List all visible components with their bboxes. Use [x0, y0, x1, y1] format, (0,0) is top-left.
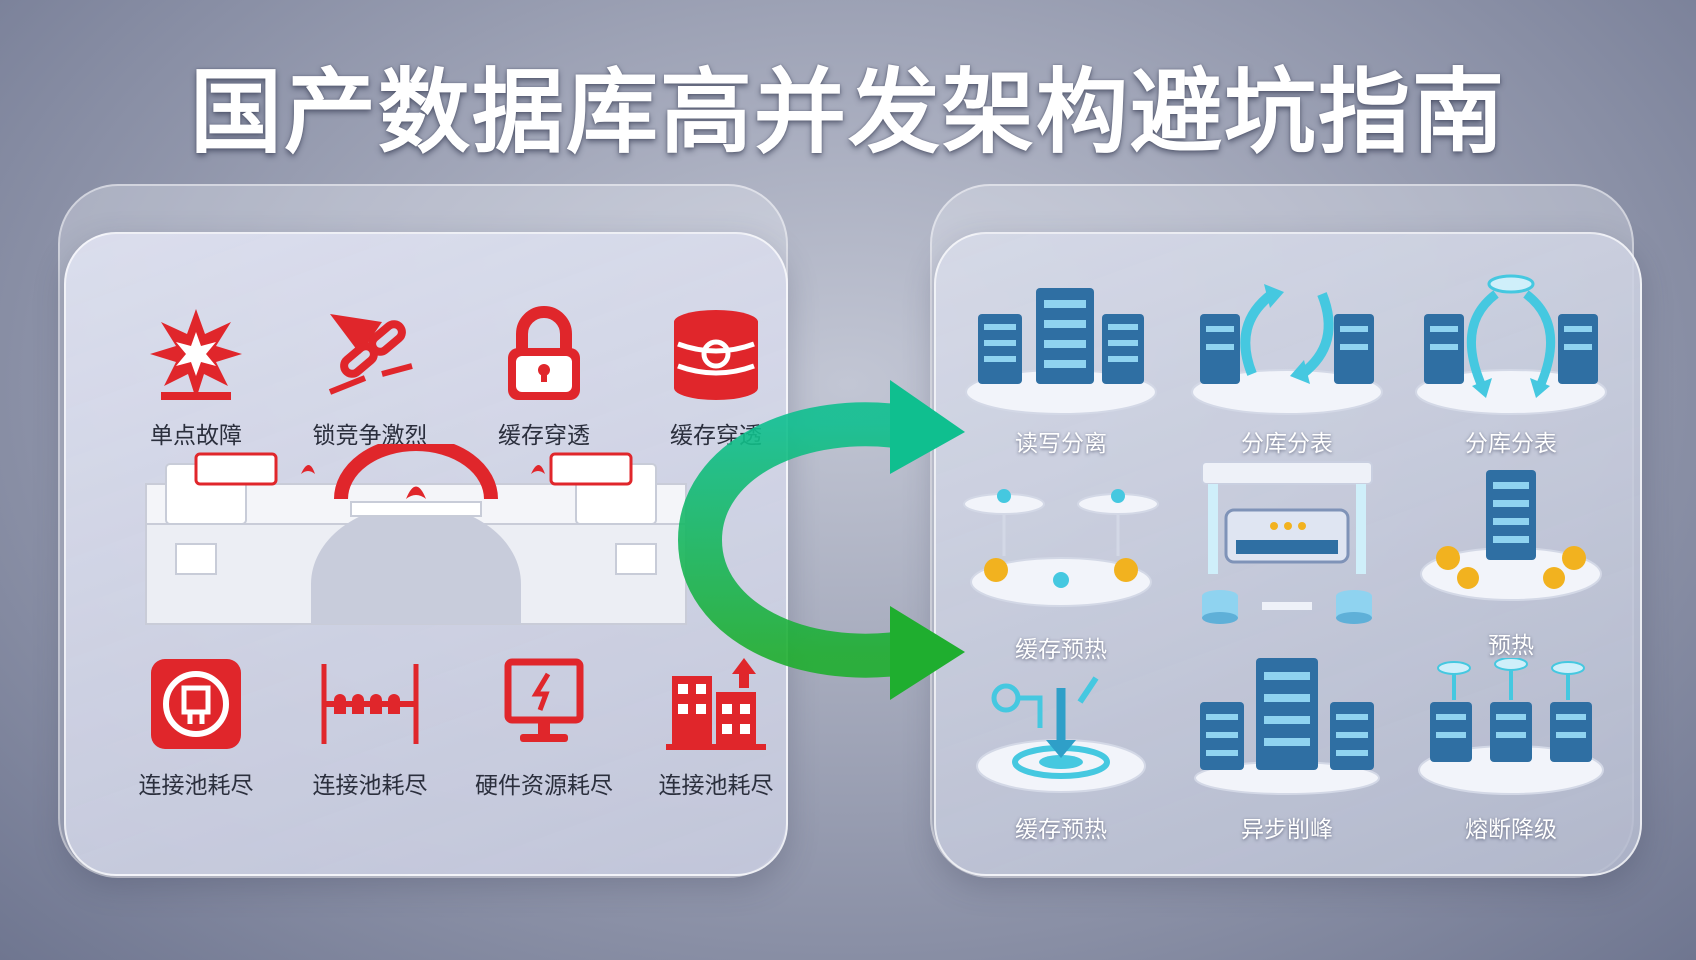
problem-item: 单点故障 [106, 304, 286, 454]
async-server-icon [1194, 658, 1380, 795]
problem-label: 硬件资源耗尽 [475, 773, 613, 799]
problem-item: 连接池耗尽 [280, 654, 460, 804]
padlock-icon [508, 306, 580, 400]
solution-label: 预热 [1488, 633, 1534, 659]
problem-item: 锁竞争激烈 [280, 304, 460, 454]
connection-pool-icon [151, 659, 241, 749]
solution-item: 熔断降级 [1406, 658, 1616, 848]
cache-target-icon [976, 676, 1146, 793]
problem-label: 连接池耗尽 [138, 773, 254, 799]
solution-label: 缓存预热 [1015, 637, 1107, 663]
problem-label: 单点故障 [150, 423, 242, 449]
problem-item: 缓存穿透 [626, 304, 806, 454]
solutions-panel: 读写分离 分库分表 [934, 232, 1642, 876]
explosion-icon [150, 309, 242, 400]
solution-item: 读写分离 [956, 274, 1166, 464]
server-cluster-icon [965, 288, 1157, 415]
solution-item: 分库分表 [1406, 274, 1616, 464]
cache-platform-icon [963, 489, 1159, 607]
solution-label: 缓存预热 [1015, 817, 1107, 843]
problem-label: 连接池耗尽 [312, 773, 428, 799]
problem-item: 连接池耗尽 [106, 654, 286, 804]
problem-label: 缓存穿透 [498, 423, 590, 449]
broken-chain-icon [328, 314, 413, 395]
problem-item: 连接池耗尽 [626, 654, 806, 804]
database-stack-icon [674, 310, 758, 400]
solution-label: 熔断降级 [1465, 817, 1557, 843]
transition-arrow-icon [677, 380, 965, 700]
solution-label: 读写分离 [1015, 431, 1107, 457]
bridge-bottleneck-icon [145, 444, 687, 625]
preheat-server-icon [1420, 470, 1602, 601]
solution-label: 异步削峰 [1241, 817, 1333, 843]
solution-item: 分库分表 [1182, 274, 1392, 464]
monitor-alert-icon [504, 658, 584, 742]
page-title: 国产数据库高并发架构避坑指南 [189, 59, 1506, 166]
problem-item: 缓存穿透 [454, 304, 634, 454]
solution-item: 缓存预热 [956, 658, 1166, 848]
problem-item: 硬件资源耗尽 [454, 654, 634, 804]
sync-arrows-icon [1191, 284, 1383, 415]
solution-item: 预热 [1406, 470, 1616, 660]
solution-item [1182, 456, 1392, 646]
problem-label: 连接池耗尽 [658, 773, 774, 799]
solution-item: 异步削峰 [1182, 658, 1392, 848]
gateway-icon [1201, 461, 1373, 624]
solution-item: 缓存预热 [956, 470, 1166, 663]
problems-panel: 单点故障 锁竞争激烈 缓存穿透 缓存穿透 [64, 232, 788, 876]
solution-label: 分库分表 [1465, 431, 1557, 457]
circuit-breaker-icon [1418, 658, 1604, 795]
building-arrow-icon [666, 658, 766, 750]
solution-label: 分库分表 [1241, 431, 1333, 457]
fence-icon [321, 664, 419, 744]
ring-sync-icon [1415, 274, 1607, 415]
